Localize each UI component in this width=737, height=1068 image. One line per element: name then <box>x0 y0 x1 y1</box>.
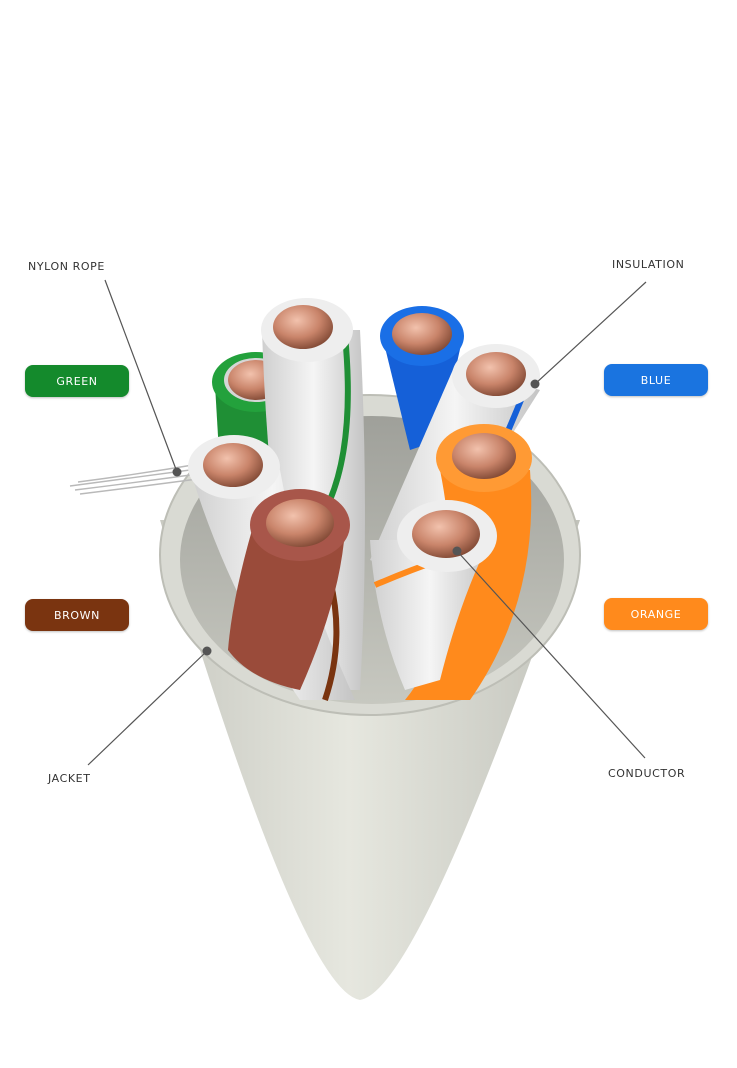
leader-conductor <box>456 550 646 759</box>
conductor-blue <box>392 313 452 355</box>
leader-jacket <box>87 650 208 766</box>
leader-dots <box>172 379 540 656</box>
label-nylon-rope: NYLON ROPE <box>28 260 105 273</box>
leader-nylon-rope <box>104 279 178 473</box>
label-conductor: CONDUCTOR <box>608 767 686 780</box>
conductor-white-brown <box>203 443 263 487</box>
conductor-orange <box>452 433 516 479</box>
conductor-white-blue <box>466 352 526 396</box>
pill-orange: ORANGE <box>604 598 708 630</box>
conductor-white-green <box>273 305 333 349</box>
brown-wire <box>228 530 345 690</box>
leader-lines <box>87 279 647 766</box>
pill-blue: BLUE <box>604 364 708 396</box>
label-insulation: INSULATION <box>612 258 685 271</box>
conductor-brown <box>266 499 334 547</box>
pill-brown: BROWN <box>25 599 129 631</box>
leader-insulation <box>534 281 647 385</box>
pill-green: GREEN <box>25 365 129 397</box>
label-jacket: JACKET <box>48 772 91 785</box>
conductor-white-orange <box>412 510 480 558</box>
